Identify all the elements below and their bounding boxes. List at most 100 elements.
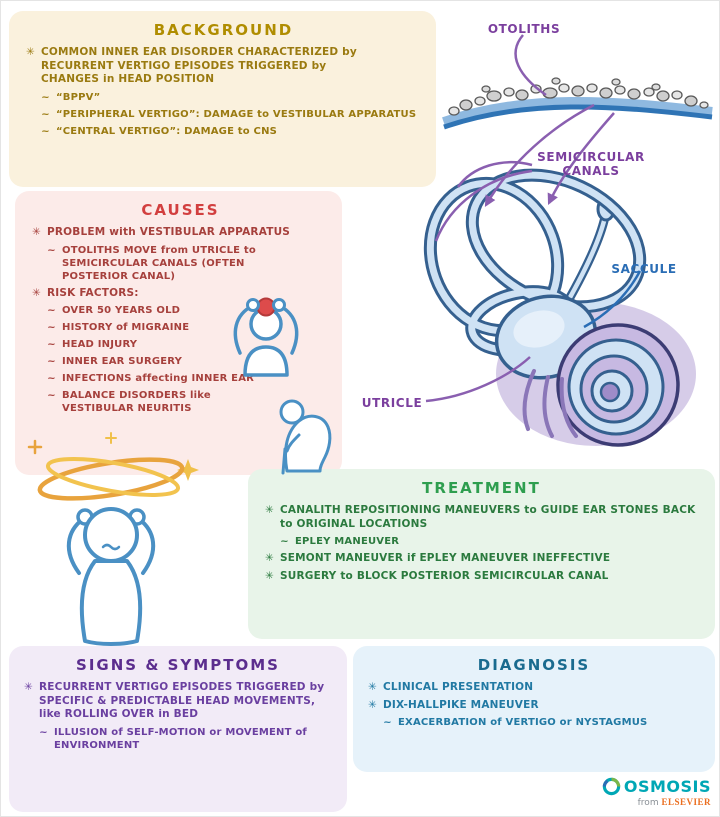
causes-item: ~ OVER 50 YEARS OLD: [46, 304, 264, 317]
sparkle-icon: [105, 432, 117, 444]
otolith-stones: [448, 77, 709, 116]
diagnosis-section: DIAGNOSIS ✳ CLINICAL PRESENTATION ✳ DIX-…: [353, 646, 715, 772]
asterisk-marker: ✳: [26, 46, 35, 58]
causes-item: ~ OTOLITHS MOVE from UTRICLE to SEMICIRC…: [46, 244, 298, 283]
logo-tagline: from ELSEVIER: [602, 797, 711, 808]
item-text: PROBLEM with VESTIBULAR APPARATUS: [47, 226, 291, 238]
signs-item: ✳ RECURRENT VERTIGO EPISODES TRIGGERED b…: [23, 681, 333, 722]
treatment-item: ✳ SURGERY to BLOCK POSTERIOR SEMICIRCULA…: [264, 570, 699, 584]
vestibular-nerve-fibers: [522, 369, 578, 438]
label-pointer-lines: [425, 34, 642, 403]
item-text: CANALITH REPOSITIONING MANEUVERS to GUID…: [280, 504, 696, 530]
asterisk-marker: ✳: [265, 504, 274, 516]
item-text: CLINICAL PRESENTATION: [383, 681, 534, 693]
causes-title: CAUSES: [141, 201, 220, 219]
diagnosis-title: DIAGNOSIS: [477, 656, 591, 674]
head-pain-person-illustration: [233, 297, 299, 377]
dizziness-swirl: [37, 457, 185, 501]
causes-item: ~ BALANCE DISORDERS like VESTIBULAR NEUR…: [46, 389, 264, 415]
causes-item: ~ HEAD INJURY: [46, 338, 264, 351]
pain-spot: [256, 297, 276, 317]
item-text: “BPPV”: [56, 91, 101, 103]
item-text: “CENTRAL VERTIGO”: DAMAGE to CNS: [56, 125, 278, 137]
item-text: INNER EAR SURGERY: [62, 356, 183, 368]
diagnosis-item: ✳ DIX-HALLPIKE MANEUVER: [367, 699, 701, 713]
semicircular-canals-label: SEMICIRCULAR CANALS: [537, 150, 645, 178]
signs-symptoms-section: SIGNS & SYMPTOMS ✳ RECURRENT VERTIGO EPI…: [9, 646, 347, 812]
diagnosis-item: ~ EXACERBATION of VERTIGO or NYSTAGMUS: [382, 716, 701, 729]
tilde-marker: ~: [47, 305, 56, 317]
tilde-marker: ~: [39, 726, 48, 738]
otoliths-label: OTOLITHS: [487, 22, 561, 36]
causes-item: ~ HISTORY of MIGRAINE: [46, 321, 264, 334]
sparkle-icon: [27, 439, 43, 455]
semicircular-pointer-1: [456, 161, 533, 188]
item-text: HEAD INJURY: [62, 339, 138, 351]
diagnosis-item: ✳ CLINICAL PRESENTATION: [367, 681, 701, 695]
treatment-section: TREATMENT ✳ CANALITH REPOSITIONING MANEU…: [248, 469, 715, 639]
asterisk-marker: ✳: [24, 681, 33, 693]
tilde-marker: ~: [41, 108, 50, 120]
causes-section: CAUSES ✳ PROBLEM with VESTIBULAR APPARAT…: [15, 191, 342, 475]
item-text: EXACERBATION of VERTIGO or NYSTAGMUS: [398, 717, 648, 729]
item-text: OVER 50 YEARS OLD: [62, 305, 181, 317]
logo-wordmark: OSMOSIS: [623, 777, 711, 796]
item-text: SEMONT MANEUVER if EPLEY MANEUVER INEFFE…: [280, 552, 611, 565]
utricle-pointer: [425, 356, 531, 403]
asterisk-marker: ✳: [265, 569, 274, 582]
item-text: OTOLITHS MOVE from UTRICLE to SEMICIRCUL…: [62, 244, 256, 282]
osmosis-logo-icon: [602, 777, 621, 796]
causes-item: ✳ RISK FACTORS:: [31, 287, 330, 301]
utricle-label: UTRICLE: [361, 396, 423, 410]
item-text: BALANCE DISORDERS like VESTIBULAR NEURIT…: [62, 390, 211, 415]
tilde-marker: ~: [47, 339, 56, 351]
item-text: COMMON INNER EAR DISORDER CHARACTERIZED …: [41, 46, 357, 86]
item-text: SURGERY to BLOCK POSTERIOR SEMICIRCULAR …: [280, 569, 609, 582]
treatment-item: ✳ CANALITH REPOSITIONING MANEUVERS to GU…: [264, 504, 699, 531]
otolith-movement-arrows: [484, 103, 615, 207]
tilde-marker: ~: [383, 717, 392, 729]
tilde-marker: ~: [47, 390, 56, 402]
item-text: ILLUSION of SELF-MOTION or MOVEMENT of E…: [54, 726, 307, 751]
background-item: ✳ COMMON INNER EAR DISORDER CHARACTERIZE…: [25, 46, 365, 87]
tilde-marker: ~: [47, 356, 56, 368]
background-item: ~ “CENTRAL VERTIGO”: DAMAGE to CNS: [40, 125, 422, 138]
sparkle-icon: [177, 459, 199, 481]
causes-item: ~ INFECTIONS affecting INNER EAR: [46, 372, 264, 385]
tilde-marker: ~: [41, 91, 50, 103]
dizzy-person-illustration: [27, 432, 199, 646]
tilde-marker: ~: [47, 373, 56, 385]
saccule-label: SACCULE: [611, 262, 677, 276]
logo-tagline-brand: ELSEVIER: [661, 797, 711, 807]
treatment-item: ~ EPLEY MANEUVER: [279, 535, 699, 548]
background-section: BACKGROUND ✳ COMMON INNER EAR DISORDER C…: [9, 11, 436, 187]
saccule-pointer: [583, 270, 642, 329]
background-title: BACKGROUND: [153, 21, 294, 39]
tilde-marker: ~: [280, 536, 289, 548]
item-text: “PERIPHERAL VERTIGO”: DAMAGE to VESTIBUL…: [56, 108, 417, 120]
endolymphatic-duct: [564, 196, 616, 304]
signs-item: ~ ILLUSION of SELF-MOTION or MOVEMENT of…: [38, 726, 333, 752]
treatment-title: TREATMENT: [422, 479, 541, 497]
osmosis-logo: OSMOSIS from ELSEVIER: [602, 777, 711, 808]
otolith-membrane: [442, 96, 713, 130]
elderly-person-cane-illustration: [279, 399, 332, 475]
causes-item: ✳ PROBLEM with VESTIBULAR APPARATUS: [31, 226, 330, 240]
asterisk-marker: ✳: [265, 552, 274, 565]
otoliths-pointer: [514, 34, 547, 97]
logo-tagline-from: from: [637, 798, 659, 808]
tilde-marker: ~: [47, 322, 56, 334]
asterisk-marker: ✳: [32, 286, 41, 299]
asterisk-marker: ✳: [368, 681, 377, 693]
asterisk-marker: ✳: [368, 698, 377, 711]
cane: [281, 447, 287, 475]
item-text: RISK FACTORS:: [47, 286, 139, 299]
cochlea: [556, 323, 680, 447]
treatment-item: ✳ SEMONT MANEUVER if EPLEY MANEUVER INEF…: [264, 552, 699, 566]
item-text: HISTORY of MIGRAINE: [62, 322, 190, 334]
signs-symptoms-title: SIGNS & SYMPTOMS: [76, 656, 280, 674]
dizzy-person-figure: [66, 507, 156, 646]
tilde-marker: ~: [47, 244, 56, 256]
item-text: DIX-HALLPIKE MANEUVER: [383, 698, 539, 711]
